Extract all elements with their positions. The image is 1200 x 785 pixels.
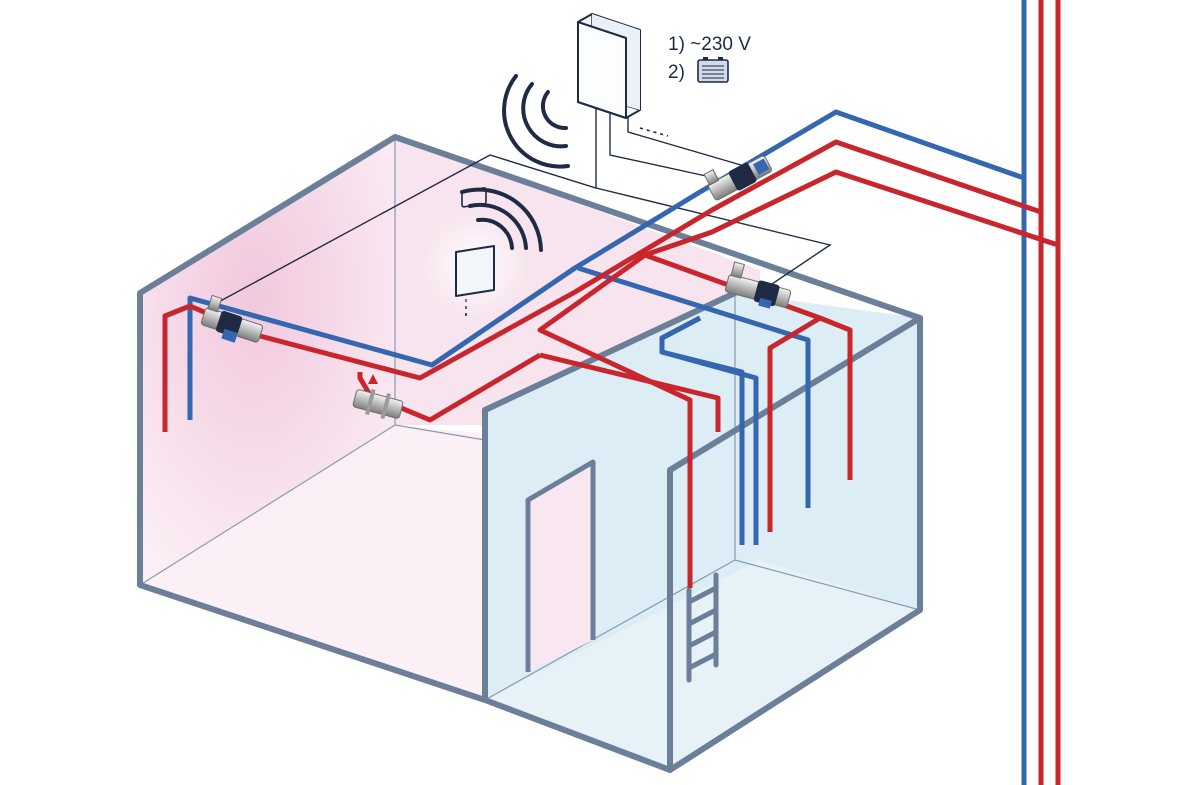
ladder-icon: [686, 572, 719, 683]
control-unit-icon: [577, 13, 641, 119]
water-meter-icon: [352, 374, 404, 420]
legend-item-230v: 1) ~230 V: [668, 34, 751, 55]
cold-water-pipes: [187, 0, 1027, 785]
room-left-back-wall: [140, 137, 395, 585]
battery-icon: [697, 57, 729, 83]
wireless-waves-sensor: [460, 187, 543, 252]
legend-item-2-label: 2): [668, 62, 685, 83]
room-right: [485, 293, 920, 770]
valve-actuator-icon-top: [703, 155, 772, 201]
valve-actuator-icon-right: [724, 261, 792, 309]
building-outline: [137, 134, 923, 773]
legend: 1) ~230 V 2): [668, 34, 751, 83]
hot-water-pipes: [162, 0, 1061, 785]
door-icon: [525, 459, 596, 672]
room-right-floor: [485, 560, 920, 770]
wifi-signal-icon: [502, 74, 570, 169]
interior-edges: [139, 137, 921, 701]
valve-actuator-icon: [200, 294, 264, 343]
